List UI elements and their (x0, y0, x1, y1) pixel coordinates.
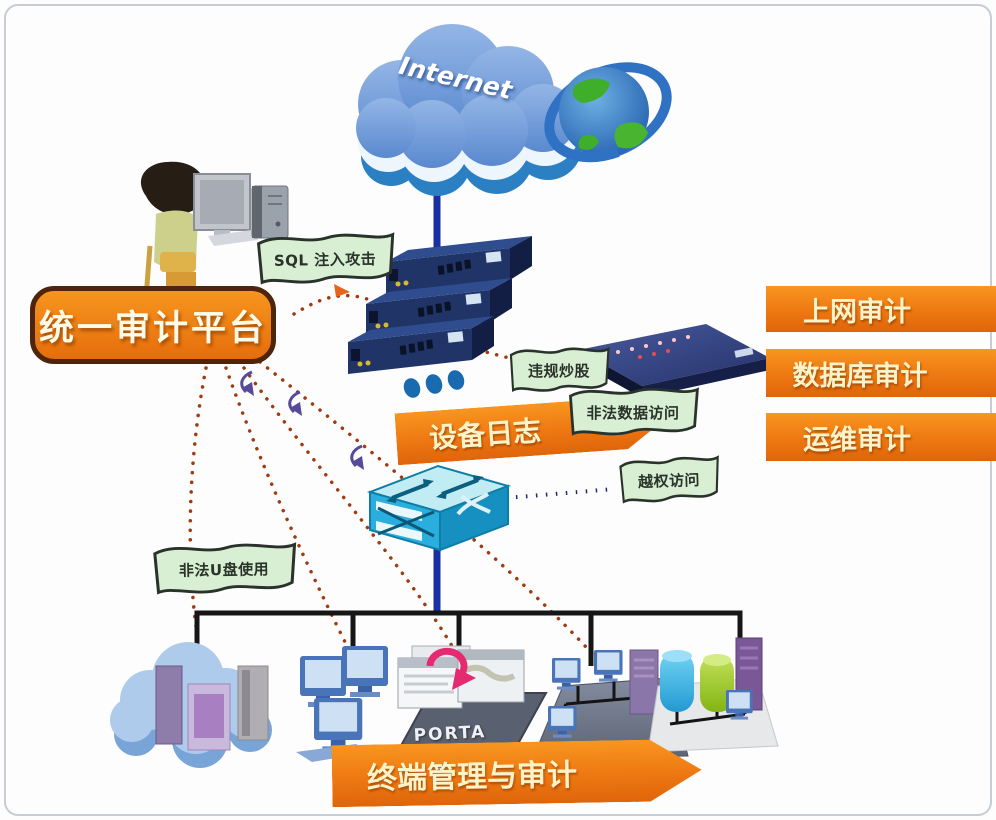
terminal-audit-banner: 终端管理与审计 (331, 739, 702, 807)
banner-database-audit: 数据库审计 (766, 349, 996, 397)
terminal-audit-label: 终端管理与审计 (366, 757, 578, 797)
flag-shape (256, 232, 395, 285)
threat-flag-unauthorized-access: 越权访问 (615, 450, 723, 510)
lan-bus-line (194, 610, 743, 666)
threat-flag-stock-trading: 违规炒股 (506, 342, 612, 398)
internet-audit-label: 上网审计 (803, 296, 911, 328)
flag-shape (509, 346, 610, 393)
audit-arrowhead-icon (334, 284, 350, 297)
threat-flag-illegal-usb: 非法U盘使用 (147, 537, 300, 602)
threat-flag-label: 非法U盘使用 (178, 559, 270, 580)
admin-computer (193, 173, 289, 246)
flag-shape (568, 387, 699, 436)
unified-audit-platform-banner: 统一审计平台 (30, 286, 276, 364)
threat-flag-label: 越权访问 (637, 470, 701, 491)
server-cloud (110, 642, 272, 768)
browser-windows (397, 645, 525, 709)
unified-audit-platform-label: 统一审计平台 (38, 308, 267, 349)
database-platform (647, 637, 779, 753)
lan-workgroup-platform (532, 649, 689, 759)
threat-flag-sql-injection: SQL 注入攻击 (251, 227, 398, 292)
refresh-arrow-icon (426, 647, 476, 690)
switch-dotted-link (505, 487, 615, 500)
flag-shape (619, 455, 719, 504)
flow-arrow-icons (240, 370, 364, 470)
ops-audit-label: 运维审计 (803, 424, 911, 456)
database-audit-label: 数据库审计 (792, 360, 928, 392)
threat-flag-label: SQL 注入攻击 (273, 249, 377, 270)
banner-ops-audit: 运维审计 (766, 413, 996, 461)
threat-flag-label: 非法数据访问 (586, 403, 680, 422)
flag-shape (153, 542, 297, 595)
device-log-label: 设备日志 (428, 414, 543, 455)
ellipsis-dots (403, 370, 465, 398)
banner-internet-audit: 上网审计 (766, 286, 996, 332)
threat-flag-label: 违规炒股 (527, 361, 590, 380)
globe-icon (544, 62, 672, 163)
core-switch-3d (366, 464, 512, 552)
threat-flag-illegal-data-access: 非法数据访问 (564, 382, 702, 442)
